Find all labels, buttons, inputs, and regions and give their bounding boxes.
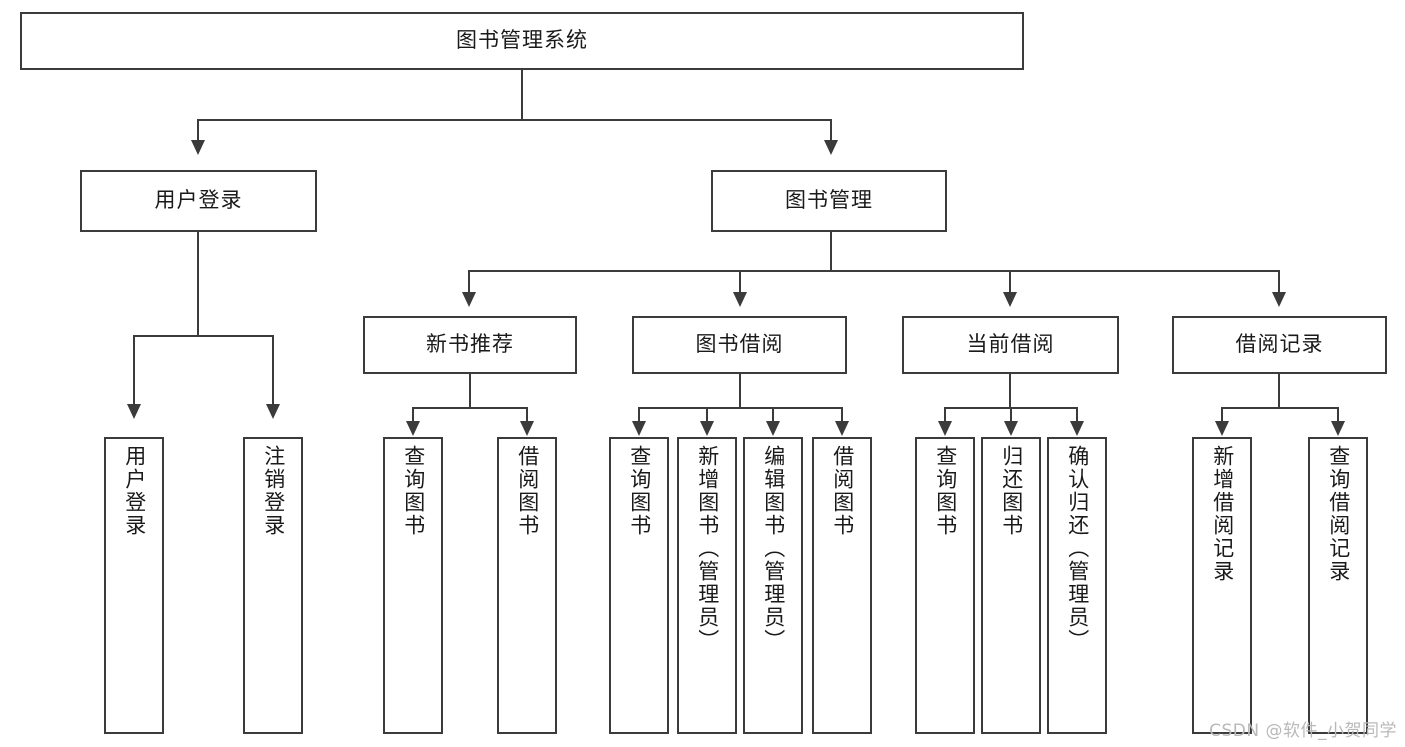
connector-drop-current-borrow <box>1009 270 1011 294</box>
connector-new-book-stem <box>469 374 471 408</box>
leaf-label: 查询图书 <box>627 445 652 537</box>
node-label: 当前借阅 <box>966 332 1055 357</box>
leaf-label: 确认归还（管理员） <box>1065 445 1090 652</box>
node-user-login[interactable]: 用户登录 <box>80 170 317 232</box>
arrowhead-current-borrow <box>1003 292 1017 307</box>
node-label: 图书管理 <box>785 188 873 213</box>
node-borrow-record[interactable]: 借阅记录 <box>1172 316 1387 374</box>
connector-drop-leaf-borrow-record-1 <box>1221 407 1223 423</box>
leaf-label: 借阅图书 <box>515 445 540 537</box>
node-label: 图书借阅 <box>695 332 784 357</box>
connector-book-borrow-stem <box>739 374 741 408</box>
connector-drop-leaf-new-book-2 <box>526 407 528 423</box>
arrowhead-leaf-current-borrow-1 <box>938 421 952 436</box>
leaf-label: 查询图书 <box>933 445 958 537</box>
node-label: 用户登录 <box>154 188 243 213</box>
arrowhead-leaf-user-login-1 <box>127 404 141 419</box>
connector-borrow-record-stem <box>1278 374 1280 408</box>
arrowhead-leaf-borrow-record-1 <box>1215 421 1229 436</box>
leaf-book-borrow-borrow[interactable]: 借阅图书 <box>812 437 872 734</box>
connector-drop-borrow-record <box>1278 270 1280 294</box>
leaf-current-borrow-return[interactable]: 归还图书 <box>981 437 1041 734</box>
leaf-borrow-record-add[interactable]: 新增借阅记录 <box>1192 437 1252 734</box>
connector-new-book-bus <box>412 407 526 409</box>
arrowhead-leaf-new-book-2 <box>520 421 534 436</box>
arrowhead-user-login <box>191 140 205 155</box>
arrowhead-leaf-new-book-1 <box>406 421 420 436</box>
leaf-label: 新增图书（管理员） <box>695 445 720 652</box>
node-root-book-management-system[interactable]: 图书管理系统 <box>20 12 1024 70</box>
leaf-label: 用户登录 <box>122 445 147 537</box>
connector-drop-book-management <box>830 119 832 142</box>
leaf-label: 借阅图书 <box>830 445 855 537</box>
leaf-user-login-logout[interactable]: 注销登录 <box>243 437 303 734</box>
leaf-new-book-query[interactable]: 查询图书 <box>383 437 443 734</box>
connector-user-login-bus <box>133 335 272 337</box>
connector-drop-user-login <box>197 119 199 142</box>
connector-drop-leaf-new-book-1 <box>412 407 414 423</box>
leaf-user-login-login[interactable]: 用户登录 <box>104 437 164 734</box>
connector-level2-bus <box>197 119 831 121</box>
connector-drop-leaf-current-borrow-1 <box>944 407 946 423</box>
leaf-label: 新增借阅记录 <box>1210 445 1235 583</box>
leaf-borrow-record-query[interactable]: 查询借阅记录 <box>1308 437 1368 734</box>
connector-drop-leaf-book-borrow-4 <box>841 407 843 423</box>
arrowhead-leaf-borrow-record-2 <box>1331 421 1345 436</box>
leaf-label: 归还图书 <box>999 445 1024 537</box>
leaf-current-borrow-query[interactable]: 查询图书 <box>915 437 975 734</box>
connector-root-stem <box>521 70 523 120</box>
connector-book-borrow-bus <box>638 407 841 409</box>
leaf-label: 查询借阅记录 <box>1326 445 1351 583</box>
leaf-current-borrow-confirm-return[interactable]: 确认归还（管理员） <box>1047 437 1107 734</box>
connector-drop-book-borrow <box>739 270 741 294</box>
connector-book-management-stem <box>830 232 832 271</box>
connector-current-borrow-stem <box>1009 374 1011 408</box>
connector-drop-leaf-user-login-2 <box>272 335 274 406</box>
arrowhead-book-management <box>824 140 838 155</box>
connector-borrow-record-bus <box>1221 407 1337 409</box>
arrowhead-leaf-book-borrow-1 <box>632 421 646 436</box>
node-label: 借阅记录 <box>1235 332 1324 357</box>
arrowhead-leaf-book-borrow-4 <box>835 421 849 436</box>
leaf-book-borrow-add[interactable]: 新增图书（管理员） <box>677 437 737 734</box>
arrowhead-leaf-book-borrow-3 <box>766 421 780 436</box>
node-label: 新书推荐 <box>426 332 514 357</box>
connector-level3-bus <box>468 270 1280 272</box>
leaf-book-borrow-query[interactable]: 查询图书 <box>609 437 669 734</box>
node-book-management[interactable]: 图书管理 <box>711 170 947 232</box>
connector-drop-new-book <box>468 270 470 294</box>
arrowhead-borrow-record <box>1272 292 1286 307</box>
leaf-new-book-borrow[interactable]: 借阅图书 <box>497 437 557 734</box>
connector-drop-leaf-book-borrow-3 <box>772 407 774 423</box>
csdn-watermark: CSDN @软件_小贺同学 <box>1209 721 1397 741</box>
node-current-borrow[interactable]: 当前借阅 <box>902 316 1119 374</box>
connector-drop-leaf-borrow-record-2 <box>1337 407 1339 423</box>
connector-user-login-stem <box>197 232 199 336</box>
arrowhead-leaf-user-login-2 <box>266 404 280 419</box>
arrowhead-leaf-book-borrow-2 <box>700 421 714 436</box>
leaf-book-borrow-edit[interactable]: 编辑图书（管理员） <box>743 437 803 734</box>
arrowhead-leaf-current-borrow-3 <box>1070 421 1084 436</box>
node-book-borrow[interactable]: 图书借阅 <box>632 316 847 374</box>
arrowhead-new-book <box>462 292 476 307</box>
connector-drop-leaf-current-borrow-3 <box>1076 407 1078 423</box>
arrowhead-book-borrow <box>733 292 747 307</box>
connector-drop-leaf-book-borrow-1 <box>638 407 640 423</box>
node-label: 图书管理系统 <box>456 28 588 53</box>
node-new-book-recommend[interactable]: 新书推荐 <box>363 316 577 374</box>
leaf-label: 注销登录 <box>261 445 286 537</box>
leaf-label: 编辑图书（管理员） <box>761 445 786 652</box>
leaf-label: 查询图书 <box>401 445 426 537</box>
connector-drop-leaf-book-borrow-2 <box>706 407 708 423</box>
connector-drop-leaf-current-borrow-2 <box>1010 407 1012 423</box>
arrowhead-leaf-current-borrow-2 <box>1004 421 1018 436</box>
connector-drop-leaf-user-login-1 <box>133 335 135 406</box>
